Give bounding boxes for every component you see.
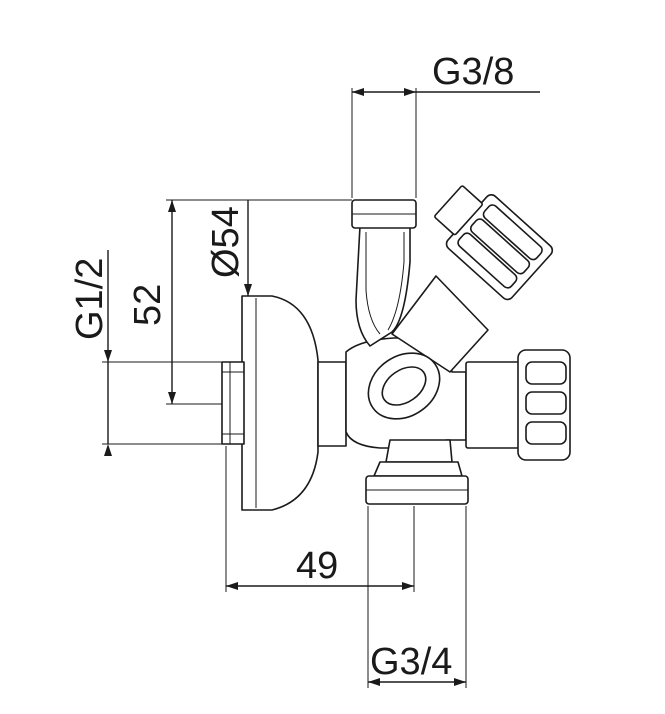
valve-handle	[367, 352, 441, 420]
inlet-thread	[221, 361, 245, 445]
right-outlet-nut	[465, 349, 571, 461]
height-label: 52	[127, 284, 169, 326]
diameter-label: Ø54	[205, 206, 247, 278]
diagonal-nut	[434, 185, 554, 301]
bottom-thread-label: G3/4	[370, 641, 452, 683]
inlet-thread-label: G1/2	[69, 258, 111, 340]
top-thread-label: G3/8	[432, 51, 514, 93]
length-label: 49	[296, 545, 338, 587]
riser	[355, 225, 411, 347]
dimensions: G3/8 Ø54 52 G1/2 49 G3/4	[69, 51, 540, 688]
valve-body	[221, 185, 571, 511]
wall-rosette	[241, 295, 319, 511]
